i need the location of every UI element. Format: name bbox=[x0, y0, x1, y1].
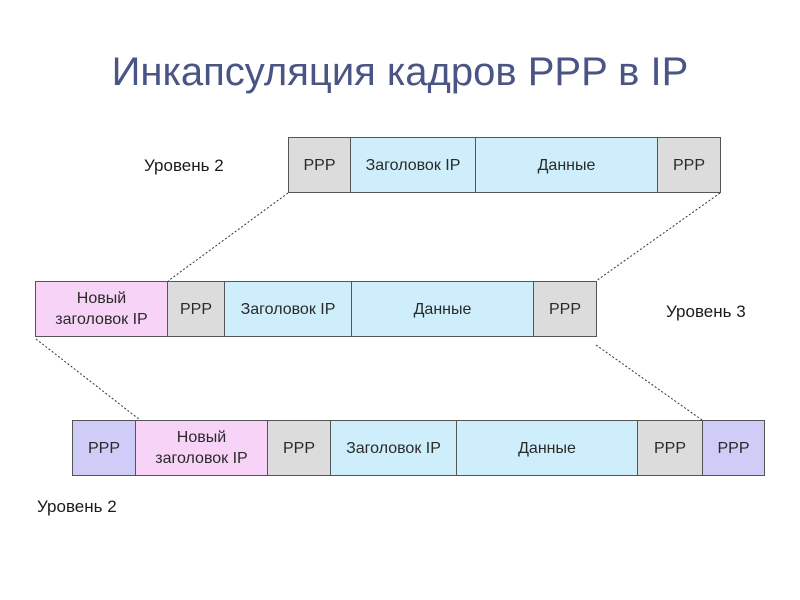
outer-ppp-trailer-cell: PPP bbox=[702, 420, 765, 476]
data-cell: Данные bbox=[456, 420, 638, 476]
ppp-header-cell: PPP bbox=[288, 137, 351, 193]
ppp-trailer-cell: PPP bbox=[533, 281, 597, 337]
frame-level2-bottom: PPP Новый заголовок IP PPP Заголовок IP … bbox=[72, 420, 765, 476]
frame-level3: Новый заголовок IP PPP Заголовок IP Данн… bbox=[35, 281, 597, 337]
level-label-middle: Уровень 3 bbox=[666, 302, 746, 321]
data-cell: Данные bbox=[351, 281, 534, 337]
ppp-trailer-cell: PPP bbox=[637, 420, 703, 476]
frame-level2-top: PPP Заголовок IP Данные PPP bbox=[288, 137, 721, 193]
connector-top-left bbox=[167, 192, 289, 282]
ppp-header-cell: PPP bbox=[167, 281, 225, 337]
ip-header-cell: Заголовок IP bbox=[330, 420, 457, 476]
level-label-bottom: Уровень 2 bbox=[37, 497, 117, 516]
new-ip-header-cell: Новый заголовок IP bbox=[135, 420, 268, 476]
outer-ppp-header-cell: PPP bbox=[72, 420, 136, 476]
ppp-header-cell: PPP bbox=[267, 420, 331, 476]
new-ip-header-cell: Новый заголовок IP bbox=[35, 281, 168, 337]
page-title: Инкапсуляция кадров PPP в IP bbox=[111, 50, 689, 94]
connector-bottom-right bbox=[595, 344, 703, 421]
ppp-trailer-cell: PPP bbox=[657, 137, 721, 193]
ip-header-cell: Заголовок IP bbox=[224, 281, 352, 337]
connector-bottom-left bbox=[35, 338, 141, 421]
ip-header-cell: Заголовок IP bbox=[350, 137, 476, 193]
connector-top-right bbox=[595, 192, 721, 282]
level-label-top: Уровень 2 bbox=[144, 156, 224, 175]
data-cell: Данные bbox=[475, 137, 658, 193]
